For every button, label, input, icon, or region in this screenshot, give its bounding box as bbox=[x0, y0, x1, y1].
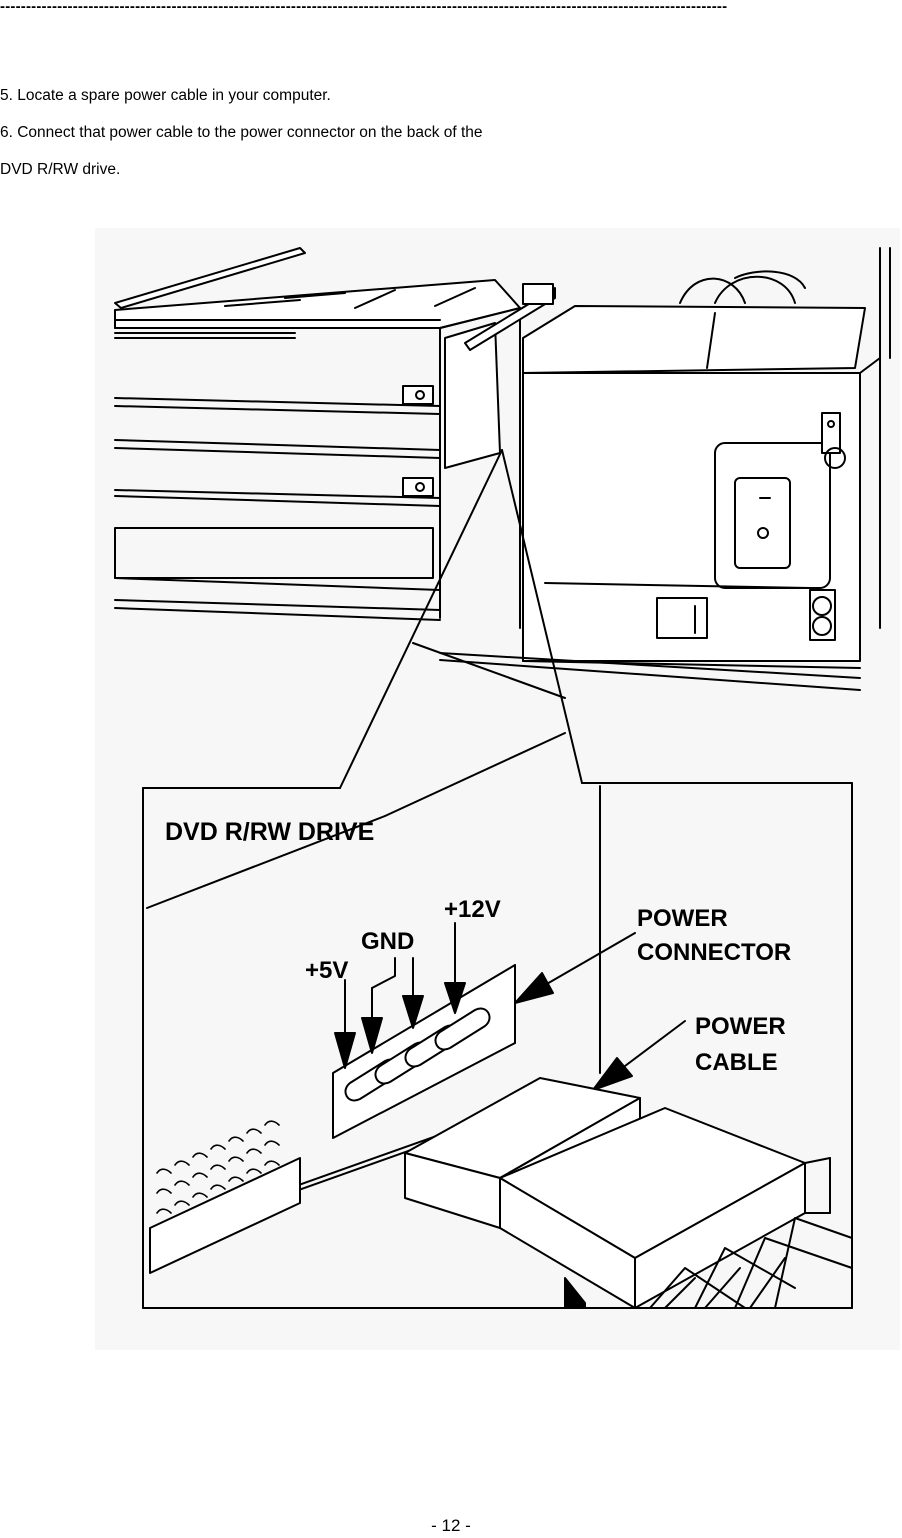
label-power-connector-line-1: POWER bbox=[637, 905, 728, 932]
header-dashed-rule: ----------------------------------------… bbox=[0, 0, 728, 14]
step-6-text: 6. Connect that power cable to the power… bbox=[0, 124, 483, 141]
label-power-cable-line-2: CABLE bbox=[695, 1049, 778, 1076]
power-cable-plug bbox=[404, 1077, 853, 1309]
drive-bay-stack bbox=[114, 247, 556, 629]
power-connection-illustration: DVD R/RW DRIVE +12V GND +5V POWER CONNEC… bbox=[95, 228, 900, 1350]
label-plus-12v: +12V bbox=[444, 896, 501, 923]
step-5-text: 5. Locate a spare power cable in your co… bbox=[0, 87, 331, 104]
connector-pins bbox=[344, 1007, 491, 1102]
label-gnd: GND bbox=[361, 928, 414, 955]
detail-panel: DVD R/RW DRIVE +12V GND +5V POWER CONNEC… bbox=[142, 782, 853, 1309]
pin-label-arrows bbox=[334, 922, 466, 1069]
label-plus-5v: +5V bbox=[305, 957, 348, 984]
step-6-continuation: DVD R/RW drive. bbox=[0, 161, 121, 178]
power-supply-unit bbox=[439, 247, 891, 691]
zoom-callout-lines bbox=[339, 449, 583, 817]
label-power-connector-line-2: CONNECTOR bbox=[637, 939, 791, 966]
label-power-cable-line-1: POWER bbox=[695, 1013, 786, 1040]
page-number: - 12 - bbox=[431, 1516, 471, 1535]
instruction-steps: 5. Locate a spare power cable in your co… bbox=[0, 86, 880, 179]
label-dvd-rw-drive: DVD R/RW DRIVE bbox=[165, 818, 374, 846]
